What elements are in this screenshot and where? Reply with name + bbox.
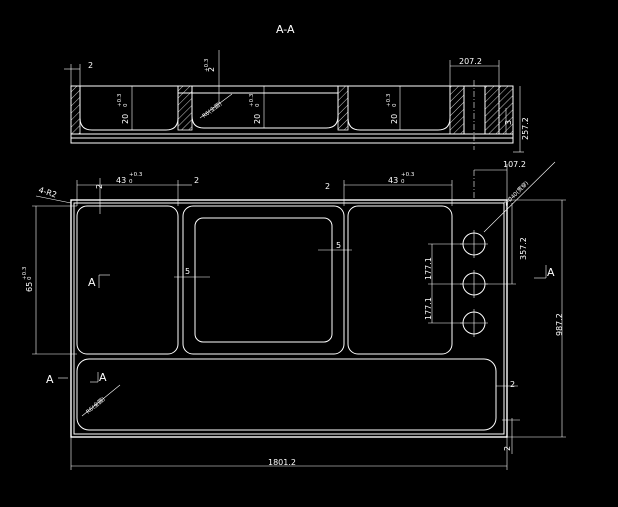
svg-text:R6(全圆): R6(全圆) xyxy=(84,395,106,416)
svg-text:0: 0 xyxy=(255,103,261,107)
svg-text:43: 43 xyxy=(388,176,398,185)
svg-text:107.2: 107.2 xyxy=(503,160,526,169)
section-pocket-right xyxy=(347,86,451,131)
svg-text:2: 2 xyxy=(207,67,216,72)
pocket-left xyxy=(76,205,179,355)
svg-text:0: 0 xyxy=(392,103,398,107)
svg-text:2-Ø40(贯穿): 2-Ø40(贯穿) xyxy=(502,179,530,207)
svg-text:+0.3: +0.3 xyxy=(129,172,143,178)
section-marker-bottom: A xyxy=(99,371,107,384)
svg-text:3: 3 xyxy=(504,120,513,125)
hatch-wall-hole-a xyxy=(449,85,465,135)
section-marker-left: A xyxy=(46,373,54,386)
svg-text:207.2: 207.2 xyxy=(459,57,482,66)
svg-text:5: 5 xyxy=(336,241,341,250)
svg-text:+0.3: +0.3 xyxy=(386,93,392,107)
section-marker-inner: A xyxy=(88,276,96,289)
svg-text:2: 2 xyxy=(325,182,330,191)
svg-text:20: 20 xyxy=(121,114,130,124)
section-view: 20 +0.3 0 20 +0.3 0 20 +0.3 0 2 2 +0.3 R… xyxy=(64,50,530,153)
svg-text:2: 2 xyxy=(194,176,199,185)
svg-text:65: 65 xyxy=(25,282,34,292)
svg-text:+0.3: +0.3 xyxy=(204,58,210,72)
svg-text:5: 5 xyxy=(185,267,190,276)
tray-bottom xyxy=(76,358,497,431)
section-pocket-middle xyxy=(191,86,339,129)
section-title: A-A xyxy=(276,23,295,36)
svg-text:0: 0 xyxy=(27,276,33,280)
svg-text:0: 0 xyxy=(401,179,405,185)
plan-outline xyxy=(70,199,508,438)
svg-text:20: 20 xyxy=(390,114,399,124)
svg-text:357.2: 357.2 xyxy=(519,237,528,260)
section-marker-right: A xyxy=(547,266,555,279)
svg-text:987.2: 987.2 xyxy=(555,313,564,336)
hole-middle xyxy=(460,270,488,298)
pocket-middle-inner xyxy=(194,217,333,343)
plan-view: A A A A 43 +0.3 0 2 43 +0.3 0 2 2 4-R2 xyxy=(22,160,566,470)
hatch-wall-2 xyxy=(337,85,349,131)
svg-text:20: 20 xyxy=(253,114,262,124)
svg-text:257.2: 257.2 xyxy=(521,117,530,140)
svg-text:177.1: 177.1 xyxy=(424,257,433,280)
svg-text:43: 43 xyxy=(116,176,126,185)
svg-text:R6(全圆): R6(全圆) xyxy=(200,100,223,120)
pocket-right xyxy=(347,205,453,355)
svg-text:2: 2 xyxy=(88,61,93,70)
svg-text:2: 2 xyxy=(510,380,515,389)
svg-text:0: 0 xyxy=(129,179,133,185)
hole-bottom xyxy=(460,309,488,337)
hatch-wall-1 xyxy=(177,85,193,131)
svg-text:0: 0 xyxy=(123,103,129,107)
svg-text:+0.3: +0.3 xyxy=(22,266,28,280)
svg-text:+0.3: +0.3 xyxy=(401,172,415,178)
svg-text:177.1: 177.1 xyxy=(424,297,433,320)
section-pocket-left xyxy=(79,86,179,131)
hatch-wall-hole-b xyxy=(484,85,500,135)
svg-text:+0.3: +0.3 xyxy=(117,93,123,107)
hatch-wall-left xyxy=(70,85,81,135)
svg-text:4-R2: 4-R2 xyxy=(37,185,57,199)
svg-text:2: 2 xyxy=(95,184,104,189)
pocket-middle-outer xyxy=(182,205,345,355)
hole-top xyxy=(460,230,488,258)
svg-text:1801.2: 1801.2 xyxy=(268,458,296,467)
svg-text:+0.3: +0.3 xyxy=(249,93,255,107)
svg-text:2: 2 xyxy=(503,446,512,451)
